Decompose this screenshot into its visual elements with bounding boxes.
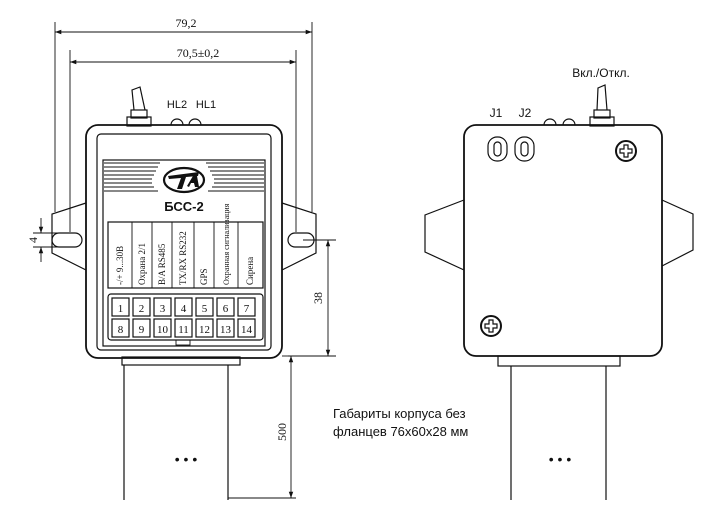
terminal-5 <box>195 297 214 317</box>
terminal-label-alarm-2-1: Охрана 2/1 <box>137 243 147 285</box>
enclosure-body <box>85 124 283 359</box>
terminal-14 <box>237 318 256 338</box>
cable-gland <box>497 355 621 367</box>
led-hl1 <box>188 118 202 126</box>
terminal-number: 14 <box>241 324 253 336</box>
terminal-number: 6 <box>223 303 229 315</box>
note-line-2: фланцев 76х60х28 мм <box>333 424 468 439</box>
terminal-number: 12 <box>199 324 210 336</box>
led-back-2 <box>562 118 576 126</box>
terminal-number: 3 <box>160 303 166 315</box>
terminal-4 <box>174 297 193 317</box>
hole-size-label: 4 <box>26 237 40 243</box>
terminal-8 <box>111 318 130 338</box>
left-mount-hole <box>51 232 83 248</box>
right-flange <box>281 202 317 271</box>
screw-icon <box>480 315 502 337</box>
terminal-label-rs232: TX/RX RS232 <box>178 231 188 285</box>
terminal-number: 8 <box>118 324 124 336</box>
terminal-label-power: -/+ 9...30В <box>115 246 125 285</box>
cable-ellipsis: • • • <box>175 451 198 467</box>
dimension-height: 38 <box>288 239 336 357</box>
mount-spacing-label: 70,5±0,2 <box>177 46 220 60</box>
dimension-overall-width: 79,2 <box>54 16 313 212</box>
dimension-hole-size: 4 <box>26 218 72 262</box>
right-flange <box>661 199 694 267</box>
jumper-j1 <box>487 136 508 162</box>
right-mount-hole <box>287 232 315 248</box>
led-hl2 <box>170 118 184 126</box>
terminal-number: 5 <box>202 303 208 315</box>
front-view: HL2 HL1 <box>51 86 317 500</box>
terminal-6 <box>216 297 235 317</box>
terminal-11 <box>174 318 193 338</box>
terminal-label-security-alarm: Охранная сигнализация <box>222 203 231 285</box>
terminal-12 <box>195 318 214 338</box>
cable-gland <box>121 356 241 366</box>
terminal-label-siren: Сирена <box>245 257 255 285</box>
device-name: БСС-2 <box>164 199 204 214</box>
led-back-1 <box>543 118 557 126</box>
left-flange <box>51 202 87 271</box>
terminal-number: 10 <box>157 324 169 336</box>
led-hl1-label: HL1 <box>196 99 216 111</box>
terminal-label-rs485: B/A RS485 <box>157 243 167 285</box>
terminal-number: 9 <box>139 324 145 336</box>
terminal-number: 1 <box>118 303 124 315</box>
led-hl2-label: HL2 <box>167 99 187 111</box>
terminal-number: 11 <box>178 324 189 336</box>
terminal-1 <box>111 297 130 317</box>
label-sticker <box>102 159 266 347</box>
terminal-number: 2 <box>139 303 145 315</box>
cable-length-label: 500 <box>275 423 289 441</box>
vent-stripes <box>104 162 264 192</box>
dimension-cable-length: 500 <box>228 355 296 499</box>
jumper-j2-label: J2 <box>519 106 532 120</box>
terminal-2 <box>132 297 151 317</box>
dimension-mount-spacing: 70,5±0,2 <box>69 46 297 232</box>
overall-width-label: 79,2 <box>176 16 197 30</box>
toggle-switch <box>126 86 152 127</box>
terminal-3 <box>153 297 172 317</box>
terminal-number: 4 <box>181 303 187 315</box>
terminal-label-table: -/+ 9...30В Охрана 2/1 B/A RS485 TX/RX R… <box>107 203 264 289</box>
terminal-7 <box>237 297 256 317</box>
enclosure-face <box>96 133 272 351</box>
power-switch-label: Вкл./Откл. <box>572 66 630 80</box>
jumper-j1-label: J1 <box>490 106 503 120</box>
terminal-number: 7 <box>244 303 250 315</box>
terminal-label-gps: GPS <box>199 268 209 285</box>
terminal-9 <box>132 318 151 338</box>
terminal-13 <box>216 318 235 338</box>
manufacturer-logo <box>162 166 206 194</box>
terminal-10 <box>153 318 172 338</box>
back-view: J1 J2 Вкл./Откл. • • • <box>424 66 694 500</box>
terminal-number: 13 <box>220 324 232 336</box>
note-line-1: Габариты корпуса без <box>333 406 466 421</box>
left-flange <box>424 199 465 271</box>
jumper-j2 <box>514 136 535 162</box>
power-switch <box>589 84 615 127</box>
terminal-block: 1 2 3 4 5 6 7 8 9 10 11 12 13 14 <box>107 293 264 346</box>
cable-ellipsis: • • • <box>549 451 572 467</box>
height-label: 38 <box>311 292 325 304</box>
screw-icon <box>615 140 637 162</box>
dimensions-note: Габариты корпуса без фланцев 76х60х28 мм <box>333 406 468 439</box>
